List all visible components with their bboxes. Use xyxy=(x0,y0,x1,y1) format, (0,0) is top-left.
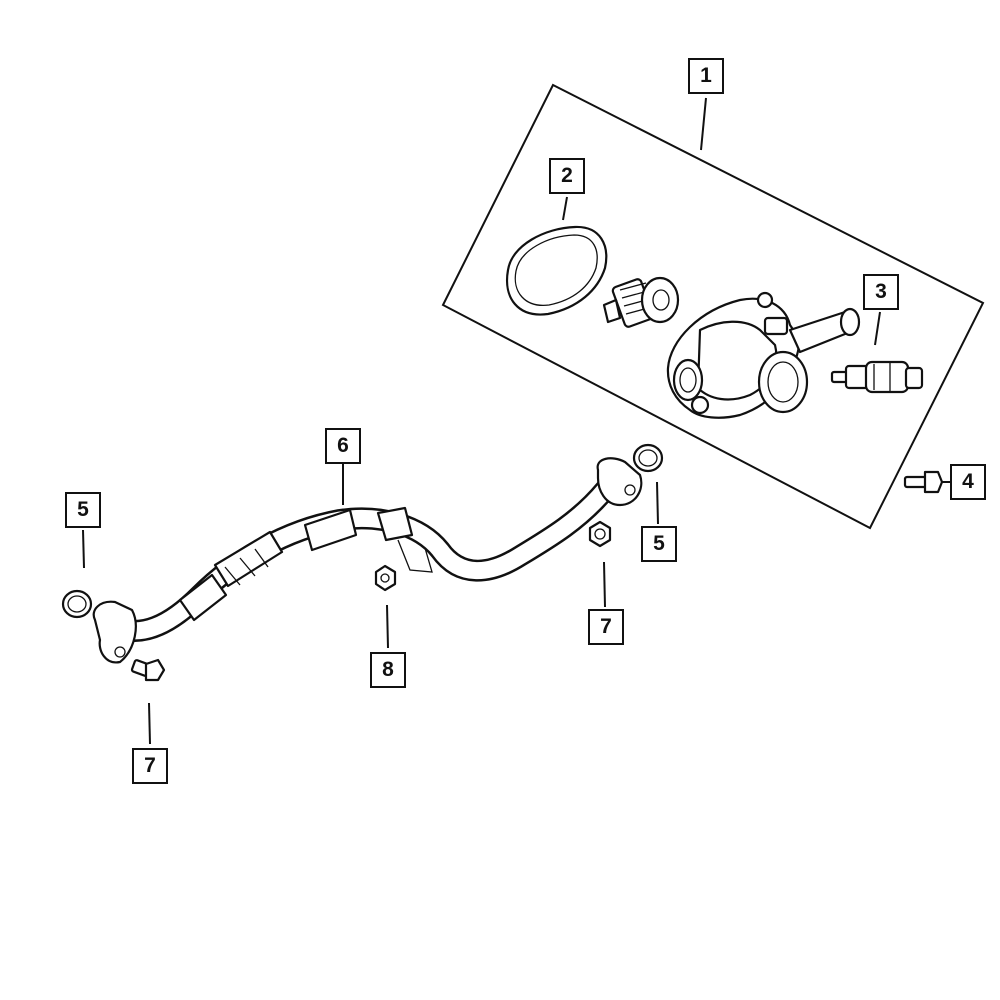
bolt-part-7-right xyxy=(588,520,612,548)
thermostat-housing-part xyxy=(666,291,861,419)
callout-2: 2 xyxy=(549,158,585,194)
callout-3: 3 xyxy=(863,274,899,310)
callout-8: 8 xyxy=(370,652,406,688)
gasket-part xyxy=(505,225,608,316)
callout-7-left: 7 xyxy=(132,748,168,784)
leader-lines xyxy=(82,97,950,745)
callout-5-left: 5 xyxy=(65,492,101,528)
callout-5-right: 5 xyxy=(641,526,677,562)
o-ring-left xyxy=(61,589,93,619)
bolt-part-7-left xyxy=(130,658,166,682)
callout-7-right: 7 xyxy=(588,609,624,645)
temperature-sensor-part xyxy=(830,360,924,394)
assembly-group-box xyxy=(441,83,985,530)
bolt-part-4 xyxy=(903,470,944,494)
callout-6: 6 xyxy=(325,428,361,464)
nut-part-8 xyxy=(374,564,397,592)
thermostat-part xyxy=(602,276,680,328)
callout-1: 1 xyxy=(688,58,724,94)
callout-4: 4 xyxy=(950,464,986,500)
o-ring-right xyxy=(632,443,664,473)
coolant-tube-part xyxy=(92,457,643,664)
